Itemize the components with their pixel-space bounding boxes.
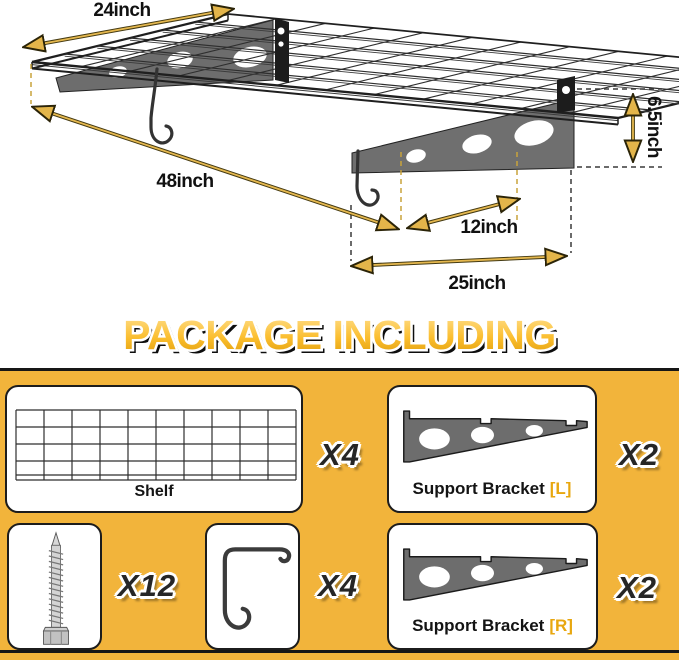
support-bracket-icon — [403, 548, 588, 601]
support-bracket-icon — [403, 410, 588, 463]
bottom-divider-line — [0, 650, 679, 653]
section-title-outline: PACKAGE INCLUDING — [0, 310, 679, 361]
dimension-arrow-48inch — [33, 107, 398, 229]
bracket-right-name: Support Bracket — [412, 616, 545, 635]
section-title-shadow: PACKAGE INCLUDING — [4, 316, 679, 363]
screw-quantity: X12 — [117, 568, 177, 603]
hook-quantity: X4 — [318, 568, 358, 603]
section-title-text: PACKAGE INCLUDING — [0, 312, 679, 359]
right-support-bracket — [351, 98, 575, 174]
dimension-label-bracket-depth: 12inch — [460, 217, 518, 238]
shelf-isometric-drawing — [0, 0, 679, 368]
bracket-left-label: Support Bracket[L] — [389, 479, 595, 499]
j-hook-icon — [222, 547, 292, 630]
screw-icon — [42, 531, 70, 645]
package-item-hook — [205, 523, 300, 650]
package-contents-section: Shelf X4 Support Bracket[L] X2 — [0, 368, 679, 660]
dimension-label-bracket-height: 6.5inch — [643, 96, 664, 158]
package-item-screw — [7, 523, 102, 650]
wire-grid-icon — [15, 409, 297, 481]
package-item-bracket-right: Support Bracket[R] — [387, 523, 598, 650]
bracket-right-quantity: X2 — [617, 570, 657, 605]
section-title: PACKAGE INCLUDING PACKAGE INCLUDING PACK… — [0, 310, 679, 364]
dimension-arrow-24inch — [24, 9, 233, 47]
wire-shelf-diagram: 24inch 48inch 12inch 25inch 6.5inch — [0, 0, 679, 368]
dimension-arrow-12inch — [408, 199, 519, 228]
shelf-label: Shelf — [134, 483, 174, 500]
dimension-arrow-25inch — [352, 256, 566, 266]
dimension-label-bracket-span: 25inch — [448, 273, 506, 294]
package-item-bracket-left: Support Bracket[L] — [387, 385, 597, 513]
wire-mesh-grid — [31, 12, 679, 126]
shelf-quantity: X4 — [320, 437, 360, 472]
bracket-left-quantity: X2 — [619, 437, 659, 472]
wall-mount-tab-left — [275, 18, 289, 83]
bracket-left-tag: [L] — [549, 479, 572, 498]
package-item-shelf: Shelf — [5, 385, 303, 513]
bracket-left-name: Support Bracket — [412, 479, 545, 498]
bracket-right-tag: [R] — [549, 616, 573, 635]
bracket-right-label: Support Bracket[R] — [389, 616, 596, 636]
dimension-label-width: 24inch — [93, 0, 151, 21]
wall-mount-tab-right — [557, 76, 575, 113]
dimension-label-length: 48inch — [156, 171, 214, 192]
